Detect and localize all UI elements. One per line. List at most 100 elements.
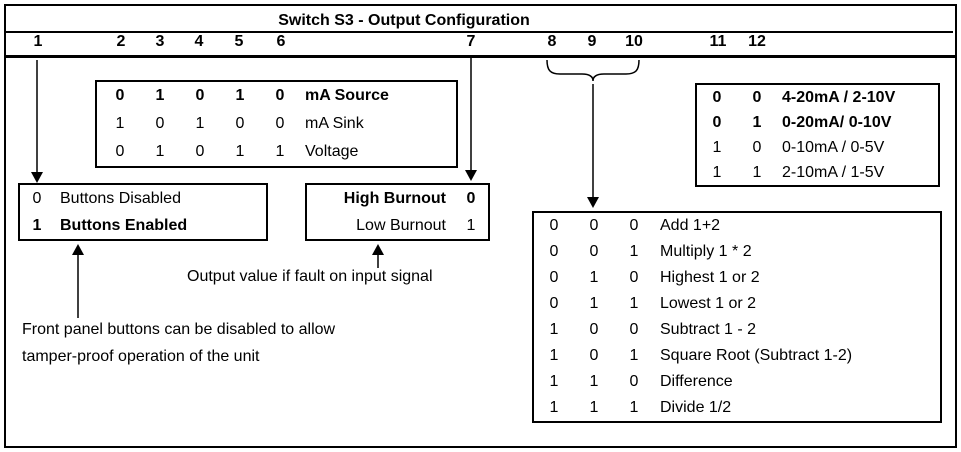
- bit-value: 1: [752, 113, 762, 131]
- switch-number-2: 2: [116, 33, 126, 50]
- switch-number-10: 10: [625, 33, 643, 50]
- table-row: 0 1 0 Highest 1 or 2: [534, 265, 940, 291]
- bit-value: 0: [589, 217, 599, 234]
- switch-number-12: 12: [748, 33, 766, 50]
- row-label: Add 1+2: [660, 217, 721, 234]
- bit-value: 1: [235, 143, 245, 160]
- bit-value: 1: [712, 163, 722, 181]
- row-label: 0-10mA / 0-5V: [782, 138, 885, 156]
- switch-number-9: 9: [587, 33, 597, 50]
- tamper-note-line-2: tamper-proof operation of the unit: [22, 348, 260, 365]
- switch-number-3: 3: [155, 33, 165, 50]
- bit-value: 1: [589, 373, 599, 390]
- row-label: 4-20mA / 2-10V: [782, 88, 896, 106]
- bit-value: 0: [115, 143, 125, 160]
- bit-value: 1: [629, 295, 639, 312]
- switch-number-11: 11: [709, 33, 727, 50]
- bit-value: 0: [589, 321, 599, 338]
- table-row: 0 1 0-20mA/ 0-10V: [697, 110, 938, 135]
- bit-value: 1: [589, 295, 599, 312]
- title-bar: Switch S3 - Output Configuration: [4, 4, 953, 33]
- switch-number-4: 4: [194, 33, 204, 50]
- row-label: Subtract 1 - 2: [660, 321, 757, 338]
- table-row: 1 1 0 Difference: [534, 369, 940, 395]
- bit-value: 1: [629, 347, 639, 364]
- row-label: Low Burnout: [356, 216, 446, 234]
- bit-value: 0: [466, 189, 476, 207]
- table-row: 0 1 0 1 1 Voltage: [100, 138, 456, 166]
- bit-value: 1: [466, 216, 476, 234]
- bit-value: 0: [549, 295, 559, 312]
- table-row: 0 0 1 Multiply 1 * 2: [534, 239, 940, 265]
- row-label: mA Source: [305, 87, 389, 104]
- bit-value: 1: [589, 269, 599, 286]
- tamper-note-line-1: Front panel buttons can be disabled to a…: [22, 321, 336, 338]
- bit-value: 1: [629, 243, 639, 260]
- bit-value: 1: [549, 347, 559, 364]
- bit-value: 1: [115, 115, 125, 132]
- row-label: Buttons Enabled: [60, 216, 188, 234]
- bit-value: 1: [235, 87, 245, 104]
- bit-value: 0: [155, 115, 165, 132]
- switch-number-8: 8: [547, 33, 557, 50]
- bit-value: 0: [549, 243, 559, 260]
- bit-value: 0: [235, 115, 245, 132]
- bit-value: 0: [712, 88, 722, 106]
- table-row: Low Burnout 1: [307, 212, 488, 239]
- header-divider-line: [4, 55, 957, 58]
- switch-number-1: 1: [33, 33, 43, 50]
- bit-value: 1: [155, 87, 165, 104]
- row-label: 0-20mA/ 0-10V: [782, 113, 892, 131]
- switch-number-6: 6: [276, 33, 286, 50]
- bit-value: 1: [549, 399, 559, 416]
- page-title: Switch S3 - Output Configuration: [278, 12, 530, 29]
- bit-value: 0: [115, 87, 125, 104]
- bit-value: 0: [752, 88, 762, 106]
- table-row: 1 Buttons Enabled: [23, 212, 266, 239]
- row-label: High Burnout: [343, 189, 446, 207]
- bit-value: 0: [275, 115, 285, 132]
- table-row: 1 0 0 Subtract 1 - 2: [534, 317, 940, 343]
- table-row: 1 1 2-10mA / 1-5V: [697, 160, 938, 185]
- bit-value: 0: [275, 87, 285, 104]
- bit-value: 0: [549, 217, 559, 234]
- bit-value: 1: [752, 163, 762, 181]
- buttons-table: 0 Buttons Disabled 1 Buttons Enabled: [18, 183, 268, 241]
- table-row: 1 0 1 0 0 mA Sink: [100, 110, 456, 138]
- row-label: Square Root (Subtract 1-2): [660, 347, 853, 364]
- table-row: 0 0 4-20mA / 2-10V: [697, 85, 938, 110]
- row-label: Voltage: [305, 143, 359, 160]
- bit-value: 0: [712, 113, 722, 131]
- table-row: 0 0 0 Add 1+2: [534, 213, 940, 239]
- bit-value: 0: [195, 143, 205, 160]
- math-function-table: 0 0 0 Add 1+2 0 0 1 Multiply 1 * 2 0 1 0…: [532, 211, 942, 423]
- output-range-table: 0 0 4-20mA / 2-10V 0 1 0-20mA/ 0-10V 1 0…: [695, 83, 940, 187]
- bit-value: 0: [752, 138, 762, 156]
- output-type-table: 0 1 0 1 0 mA Source 1 0 1 0 0 mA Sink 0 …: [95, 80, 458, 168]
- table-row: 0 Buttons Disabled: [23, 185, 266, 212]
- bit-value: 1: [629, 399, 639, 416]
- table-row: High Burnout 0: [307, 185, 488, 212]
- row-label: Multiply 1 * 2: [660, 243, 752, 260]
- bit-value: 0: [629, 269, 639, 286]
- bit-value: 1: [712, 138, 722, 156]
- table-row: 0 1 1 Lowest 1 or 2: [534, 291, 940, 317]
- row-label: Divide 1/2: [660, 399, 732, 416]
- row-label: mA Sink: [305, 115, 364, 132]
- fault-output-note: Output value if fault on input signal: [187, 268, 433, 285]
- burnout-table: High Burnout 0 Low Burnout 1: [305, 183, 490, 241]
- table-row: 1 0 1 Square Root (Subtract 1-2): [534, 343, 940, 369]
- bit-value: 1: [589, 399, 599, 416]
- row-label: 2-10mA / 1-5V: [782, 163, 885, 181]
- bit-value: 0: [32, 189, 42, 207]
- bit-value: 0: [629, 373, 639, 390]
- bit-value: 0: [549, 269, 559, 286]
- table-row: 0 1 0 1 0 mA Source: [100, 82, 456, 110]
- bit-value: 0: [589, 243, 599, 260]
- bit-value: 1: [155, 143, 165, 160]
- row-label: Buttons Disabled: [60, 189, 181, 207]
- row-label: Highest 1 or 2: [660, 269, 760, 286]
- bit-value: 1: [275, 143, 285, 160]
- bit-value: 0: [629, 321, 639, 338]
- switch-number-5: 5: [234, 33, 244, 50]
